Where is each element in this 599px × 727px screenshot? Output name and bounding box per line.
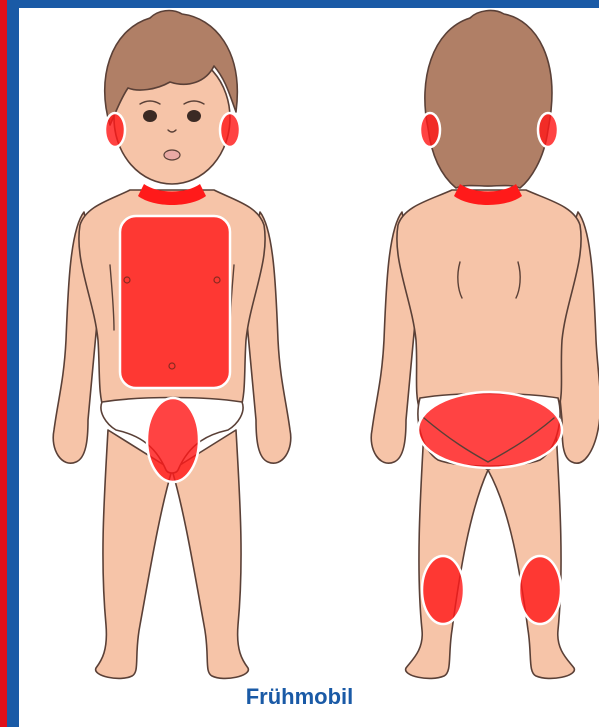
front-figure bbox=[53, 11, 291, 679]
front-right-eye bbox=[187, 110, 201, 122]
back-hair bbox=[425, 11, 552, 188]
back-figure bbox=[371, 11, 599, 679]
front-chest-abdomen-highlight bbox=[120, 216, 230, 388]
front-left-ear-highlight bbox=[105, 113, 125, 147]
front-mouth bbox=[164, 150, 180, 160]
caption: Frühmobil bbox=[0, 684, 599, 710]
back-left-knee-highlight bbox=[422, 556, 464, 624]
back-right-knee-highlight bbox=[519, 556, 561, 624]
front-left-eye bbox=[143, 110, 157, 122]
front-groin-highlight bbox=[147, 398, 199, 482]
front-right-ear-highlight bbox=[220, 113, 240, 147]
back-torso bbox=[397, 190, 581, 410]
back-left-ear-highlight bbox=[420, 113, 440, 147]
back-right-ear-highlight bbox=[538, 113, 558, 147]
